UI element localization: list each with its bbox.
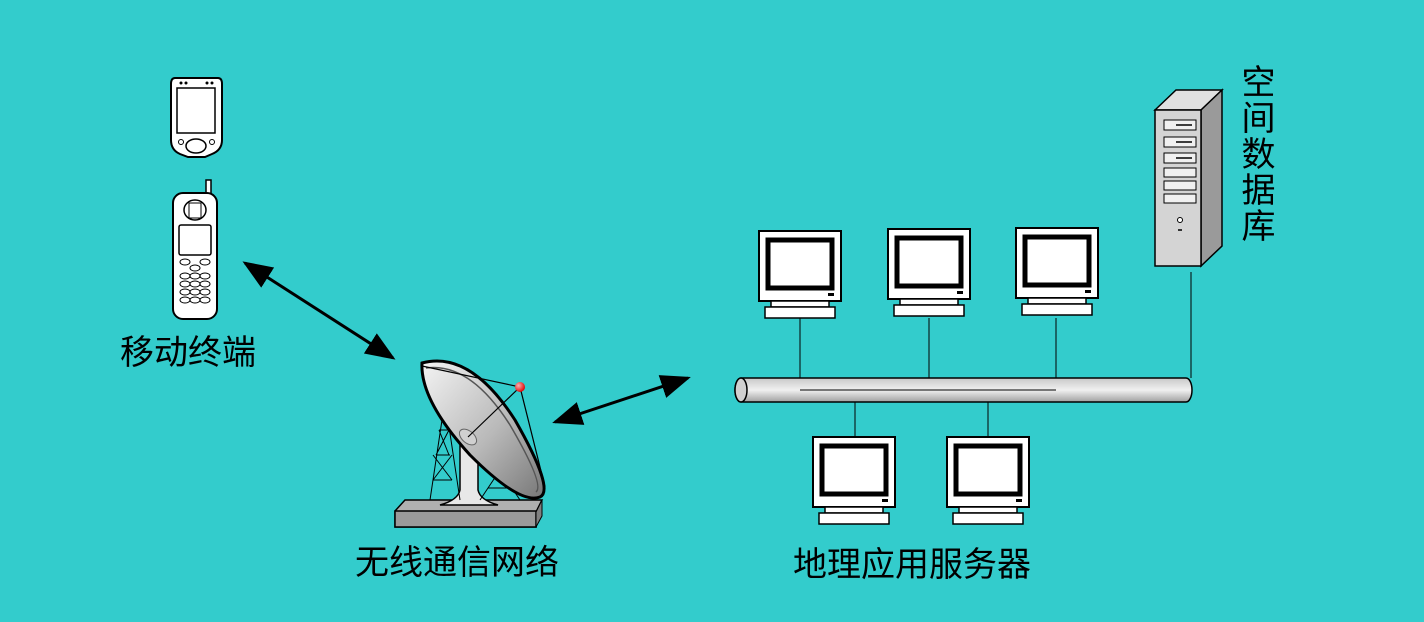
mobile-phone-icon [172, 179, 218, 320]
computer-icon [759, 231, 841, 318]
spatial-database-label: 空间数据库 [1235, 64, 1275, 244]
arrow-mobile-wireless [242, 261, 396, 360]
computer-icon [813, 437, 895, 524]
satellite-dish-icon [394, 359, 546, 528]
mobile-terminal-label: 移动终端 [120, 333, 256, 373]
server-tower-icon [1153, 88, 1224, 268]
wireless-network-label: 无线通信网络 [355, 543, 559, 583]
computer-icon [1016, 228, 1098, 315]
computer-icon [888, 229, 970, 316]
geo-app-server-label: 地理应用服务器 [793, 545, 1031, 585]
computer-icon [947, 437, 1029, 524]
network-bus [734, 272, 1193, 436]
arrow-wireless-servers [552, 375, 691, 425]
pda-icon [170, 77, 223, 158]
